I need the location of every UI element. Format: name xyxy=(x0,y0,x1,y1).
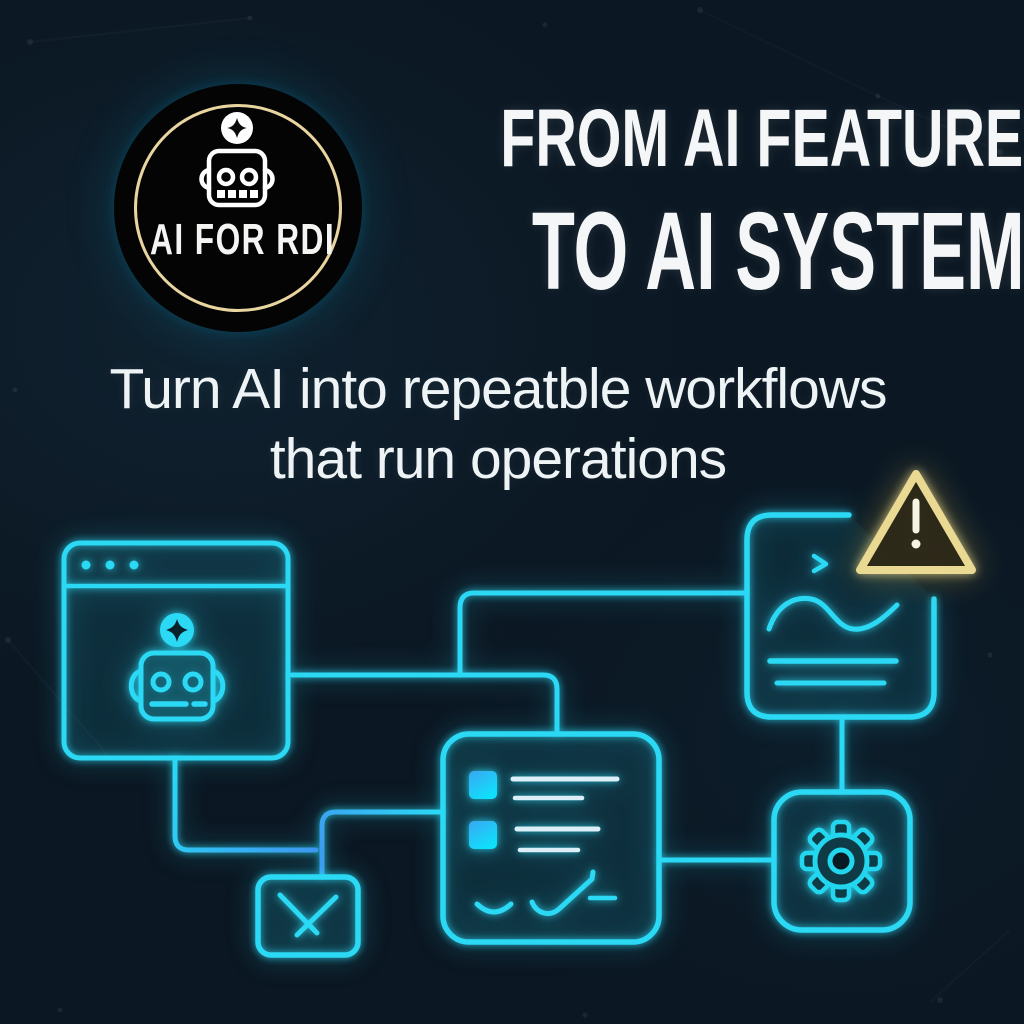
line-chart-icon xyxy=(766,595,900,632)
mail-node xyxy=(255,874,361,958)
chevron-right-icon xyxy=(811,553,829,574)
envelope-flap xyxy=(277,892,339,938)
report-text-lines xyxy=(767,658,899,686)
headline-line-1: FROM AI FEATURES xyxy=(500,93,1024,184)
warning-triangle-icon xyxy=(856,470,976,574)
checklist-text-lines xyxy=(510,776,620,853)
robot-icon xyxy=(199,112,275,208)
robot-icon xyxy=(128,650,226,722)
task-checklist-node xyxy=(440,731,662,945)
connector-window-to-checklist xyxy=(289,672,560,735)
checkbox-square-2 xyxy=(469,821,497,849)
assistant-window-node xyxy=(61,540,291,761)
subtitle: Turn AI into repeatble workflows that ru… xyxy=(0,354,996,494)
envelope-icon xyxy=(255,874,361,958)
badge-gold-ring xyxy=(134,104,342,312)
gear-icon xyxy=(799,819,883,903)
headline-line-2: TO AI SYSTEMS xyxy=(531,190,1024,313)
connector-window-to-mail xyxy=(172,756,319,853)
settings-node xyxy=(771,789,913,933)
badge-label: AI FOR RDI xyxy=(149,215,336,264)
connector-lines xyxy=(172,590,845,878)
subtitle-line-2: that run operations xyxy=(269,427,727,491)
connector-checklist-to-mail xyxy=(319,809,444,878)
subtitle-line-1: Turn AI into repeatble workflows xyxy=(109,357,888,421)
robot-teeth xyxy=(217,190,258,198)
headline: FROM AI FEATURES TO AI SYSTEMS xyxy=(380,96,1024,308)
logo-badge: AI FOR RDI xyxy=(114,84,362,332)
checkbox-square-1 xyxy=(469,771,497,799)
connector-branch-to-report xyxy=(457,590,747,676)
signature-scribble xyxy=(474,869,618,916)
browser-window-dots xyxy=(81,560,139,570)
